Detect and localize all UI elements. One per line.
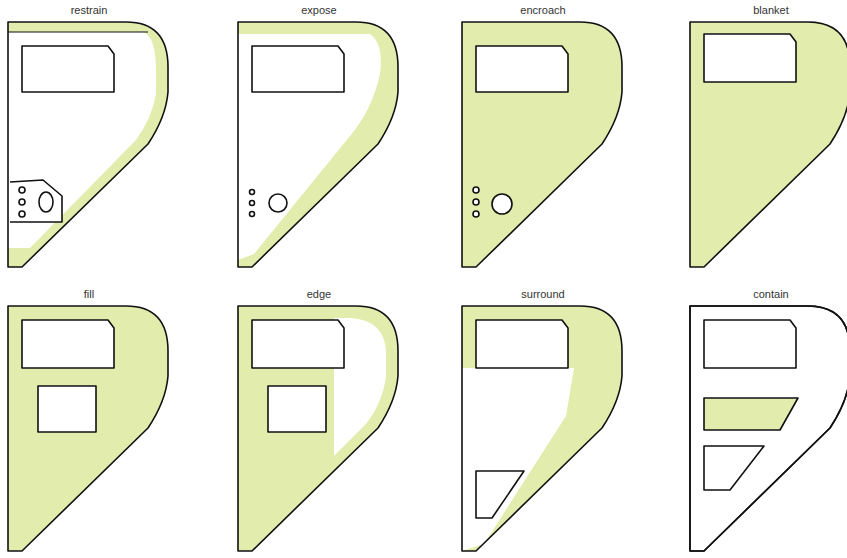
panel-label: fill [6,288,172,301]
pattern-panel: restrain [6,4,172,17]
panel-label: restrain [6,4,172,17]
expose-figure [238,22,398,267]
contain-figure [690,306,847,551]
fill-figure [8,306,168,551]
panel-label: surround [460,288,626,301]
pattern-panel: contain [688,288,847,301]
panel-label: contain [688,288,847,301]
pattern-panel: expose [236,4,402,17]
edge-figure [238,306,398,551]
pattern-panel: encroach [460,4,626,17]
restrain-figure [8,22,168,267]
pattern-panel: fill [6,288,172,301]
panel-label: edge [236,288,402,301]
panel-label: expose [236,4,402,17]
panel-label: encroach [460,4,626,17]
pattern-panel: blanket [688,4,847,17]
pattern-panel: edge [236,288,402,301]
panel-label: blanket [688,4,847,17]
blanket-figure [690,22,847,267]
encroach-figure [462,22,622,267]
pattern-panel: surround [460,288,626,301]
surround-figure [462,306,622,551]
